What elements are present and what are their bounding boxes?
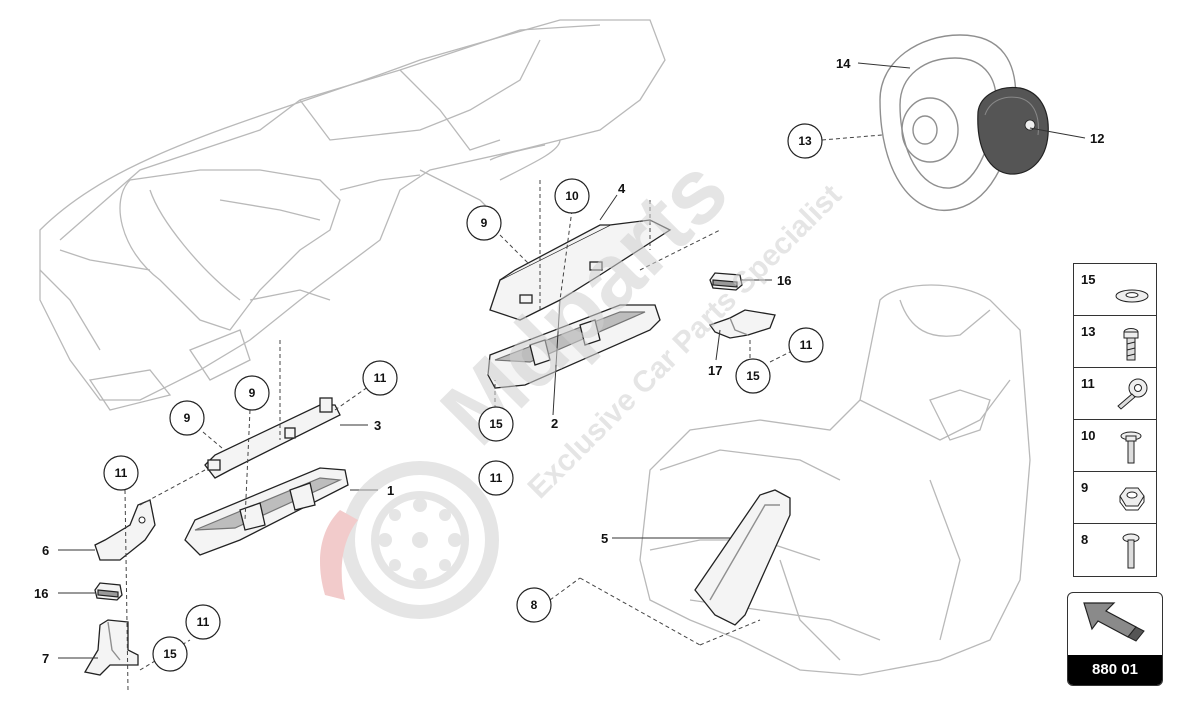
- callout-11[interactable]: 11: [185, 604, 221, 640]
- label-7: 7: [42, 651, 49, 666]
- callout-9[interactable]: 9: [466, 205, 502, 241]
- callout-15[interactable]: 15: [478, 406, 514, 442]
- legend-row-long-screw[interactable]: 8: [1074, 524, 1156, 576]
- control-unit-2: [487, 304, 661, 389]
- seat-outline: [639, 284, 1031, 676]
- svg-text:11: 11: [374, 371, 387, 385]
- screw-washer-icon: [1120, 431, 1142, 464]
- seat-airbag-5: [694, 489, 791, 626]
- svg-text:15: 15: [489, 417, 503, 431]
- svg-text:11: 11: [800, 338, 813, 352]
- bracket-3: [204, 397, 341, 479]
- svg-text:15: 15: [163, 647, 177, 661]
- callout-10[interactable]: 10: [554, 178, 590, 214]
- label-14: 14: [836, 56, 851, 71]
- legend-row-screw-washer[interactable]: 10: [1074, 420, 1156, 472]
- leader-lines: [58, 62, 1086, 691]
- callout-11[interactable]: 11: [103, 455, 139, 491]
- bracket-6: [94, 499, 156, 561]
- callout-9[interactable]: 9: [234, 375, 270, 411]
- callout-11[interactable]: 11: [788, 327, 824, 363]
- washer-icon: [1115, 289, 1149, 303]
- label-16: 16: [34, 586, 48, 601]
- legend-row-torx-screw[interactable]: 13: [1074, 316, 1156, 368]
- callout-9[interactable]: 9: [169, 400, 205, 436]
- legend-number: 10: [1081, 428, 1096, 443]
- callout-8[interactable]: 8: [516, 587, 552, 623]
- callout-11[interactable]: 11: [362, 360, 398, 396]
- svg-text:9: 9: [184, 411, 191, 425]
- svg-text:9: 9: [481, 216, 488, 230]
- svg-text:15: 15: [746, 369, 760, 383]
- bracket-7: [83, 619, 139, 676]
- part-labels: 1 2 3 4 5 6 7 12 14 16 16 17: [34, 56, 1104, 666]
- svg-text:11: 11: [197, 615, 210, 629]
- label-2: 2: [551, 416, 558, 431]
- svg-text:8: 8: [531, 598, 538, 612]
- callout-11[interactable]: 11: [478, 460, 514, 496]
- label-1: 1: [387, 483, 394, 498]
- watermark-logo-icon: [320, 461, 499, 619]
- legend-number: 9: [1081, 480, 1089, 495]
- airbag-module: [977, 86, 1049, 175]
- legend-number: 13: [1081, 324, 1096, 339]
- legend-row-washer[interactable]: 15: [1074, 264, 1156, 316]
- bolt-flange-icon: [1117, 378, 1148, 410]
- screw-torx-icon: [1123, 328, 1139, 361]
- legend-number: 15: [1081, 272, 1096, 287]
- label-4: 4: [618, 181, 626, 196]
- callout-13[interactable]: 13: [787, 123, 823, 159]
- legend-row-hex-nut[interactable]: 9: [1074, 472, 1156, 524]
- bracket-17: [708, 309, 776, 339]
- screw-long-icon: [1122, 533, 1140, 569]
- reference-box: 880 01: [1067, 592, 1163, 686]
- direction-arrow-icon: [1083, 602, 1145, 642]
- svg-text:11: 11: [490, 471, 503, 485]
- bracket-4: [489, 219, 672, 321]
- label-12: 12: [1090, 131, 1104, 146]
- svg-text:10: 10: [565, 189, 579, 203]
- callout-15[interactable]: 15: [735, 358, 771, 394]
- legend-number: 8: [1081, 532, 1089, 547]
- fastener-legend: 15 13 11 10 9: [1073, 263, 1157, 577]
- label-17: 17: [708, 363, 722, 378]
- svg-text:13: 13: [798, 134, 812, 148]
- label-6: 6: [42, 543, 49, 558]
- legend-row-flange-bolt[interactable]: 11: [1074, 368, 1156, 420]
- clip-16-left: [94, 582, 123, 601]
- legend-number: 11: [1081, 376, 1095, 391]
- label-16: 16: [777, 273, 791, 288]
- control-unit-1: [184, 467, 349, 556]
- hex-nut-icon: [1119, 487, 1145, 511]
- callouts: 9 10 9 9 11 11 11 11 11 15 15 15 13 8: [103, 123, 824, 672]
- svg-text:11: 11: [115, 466, 128, 480]
- svg-text:9: 9: [249, 386, 256, 400]
- label-5: 5: [601, 531, 608, 546]
- label-3: 3: [374, 418, 381, 433]
- callout-15[interactable]: 15: [152, 636, 188, 672]
- clip-16-right: [709, 272, 743, 291]
- reference-number: 880 01: [1068, 655, 1162, 685]
